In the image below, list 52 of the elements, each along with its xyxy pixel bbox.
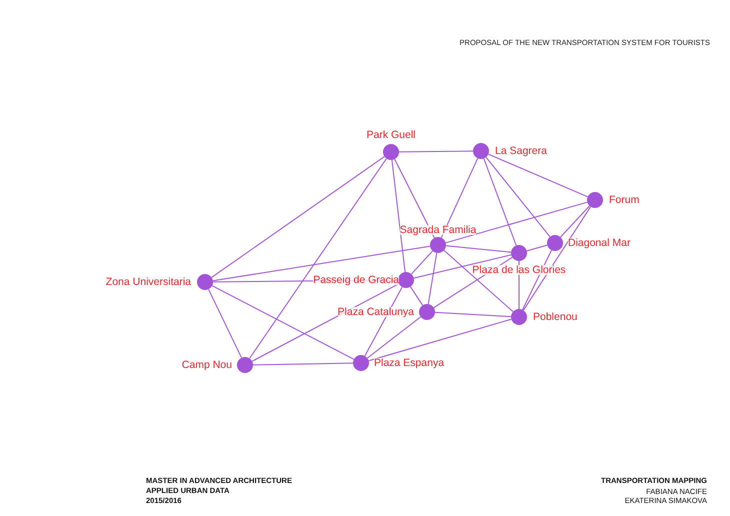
- station-circle: [237, 357, 253, 373]
- station-name: La Sagrera: [495, 146, 547, 156]
- station-name: Park Guell: [366, 130, 416, 140]
- connector-line: [366, 316, 422, 359]
- connector-line: [249, 158, 387, 359]
- station-circle: [197, 274, 213, 290]
- connector-line: [252, 362, 354, 366]
- connector-line: [526, 244, 548, 252]
- connector-line: [486, 156, 550, 238]
- connector-line: [445, 202, 588, 244]
- station-circle: [383, 144, 399, 160]
- station-name: Plaza Espanya: [374, 358, 444, 368]
- station-name: Poblenou: [533, 312, 578, 322]
- connector-line: [410, 286, 424, 306]
- connector-line: [560, 205, 590, 238]
- connector-line: [211, 156, 385, 278]
- connector-line: [413, 254, 512, 279]
- station-name: Plaza de las Glories: [472, 264, 566, 276]
- connector-line: [394, 158, 435, 238]
- station-circle: [511, 309, 527, 325]
- station-circle: [398, 272, 414, 288]
- connector-line: [440, 158, 478, 238]
- station-circle: [587, 192, 603, 208]
- station-circle: [353, 355, 369, 371]
- station-name: Diagonal Mar: [568, 238, 630, 248]
- connector-line: [410, 250, 434, 275]
- connector-line: [445, 245, 512, 253]
- connector-line: [522, 206, 592, 311]
- station-circle: [473, 143, 489, 159]
- station-name: Forum: [609, 194, 640, 206]
- station-name: Passeig de Gracia: [313, 274, 399, 286]
- connector-line: [443, 250, 514, 312]
- station-name: Camp Nou: [182, 360, 232, 370]
- station-name: Zona Universitaria: [106, 276, 191, 288]
- station-circle: [419, 304, 435, 320]
- connector-line: [252, 283, 400, 362]
- connector-line: [483, 158, 517, 246]
- connector-line: [488, 154, 588, 198]
- connector-line: [364, 286, 403, 356]
- station-circle: [511, 245, 527, 261]
- station-circle: [430, 237, 446, 253]
- connector-line: [208, 288, 242, 358]
- station-circle: [547, 235, 563, 251]
- connector-line: [434, 312, 512, 318]
- station-name: Plaza Catalunya: [338, 306, 414, 318]
- connector-line: [368, 318, 512, 362]
- connector-line: [398, 150, 474, 152]
- connector-line: [212, 285, 354, 360]
- connector-line: [212, 246, 431, 282]
- station-name: Sagrada Familia: [400, 224, 476, 236]
- connector-line: [428, 252, 438, 305]
- connector-line: [391, 159, 406, 273]
